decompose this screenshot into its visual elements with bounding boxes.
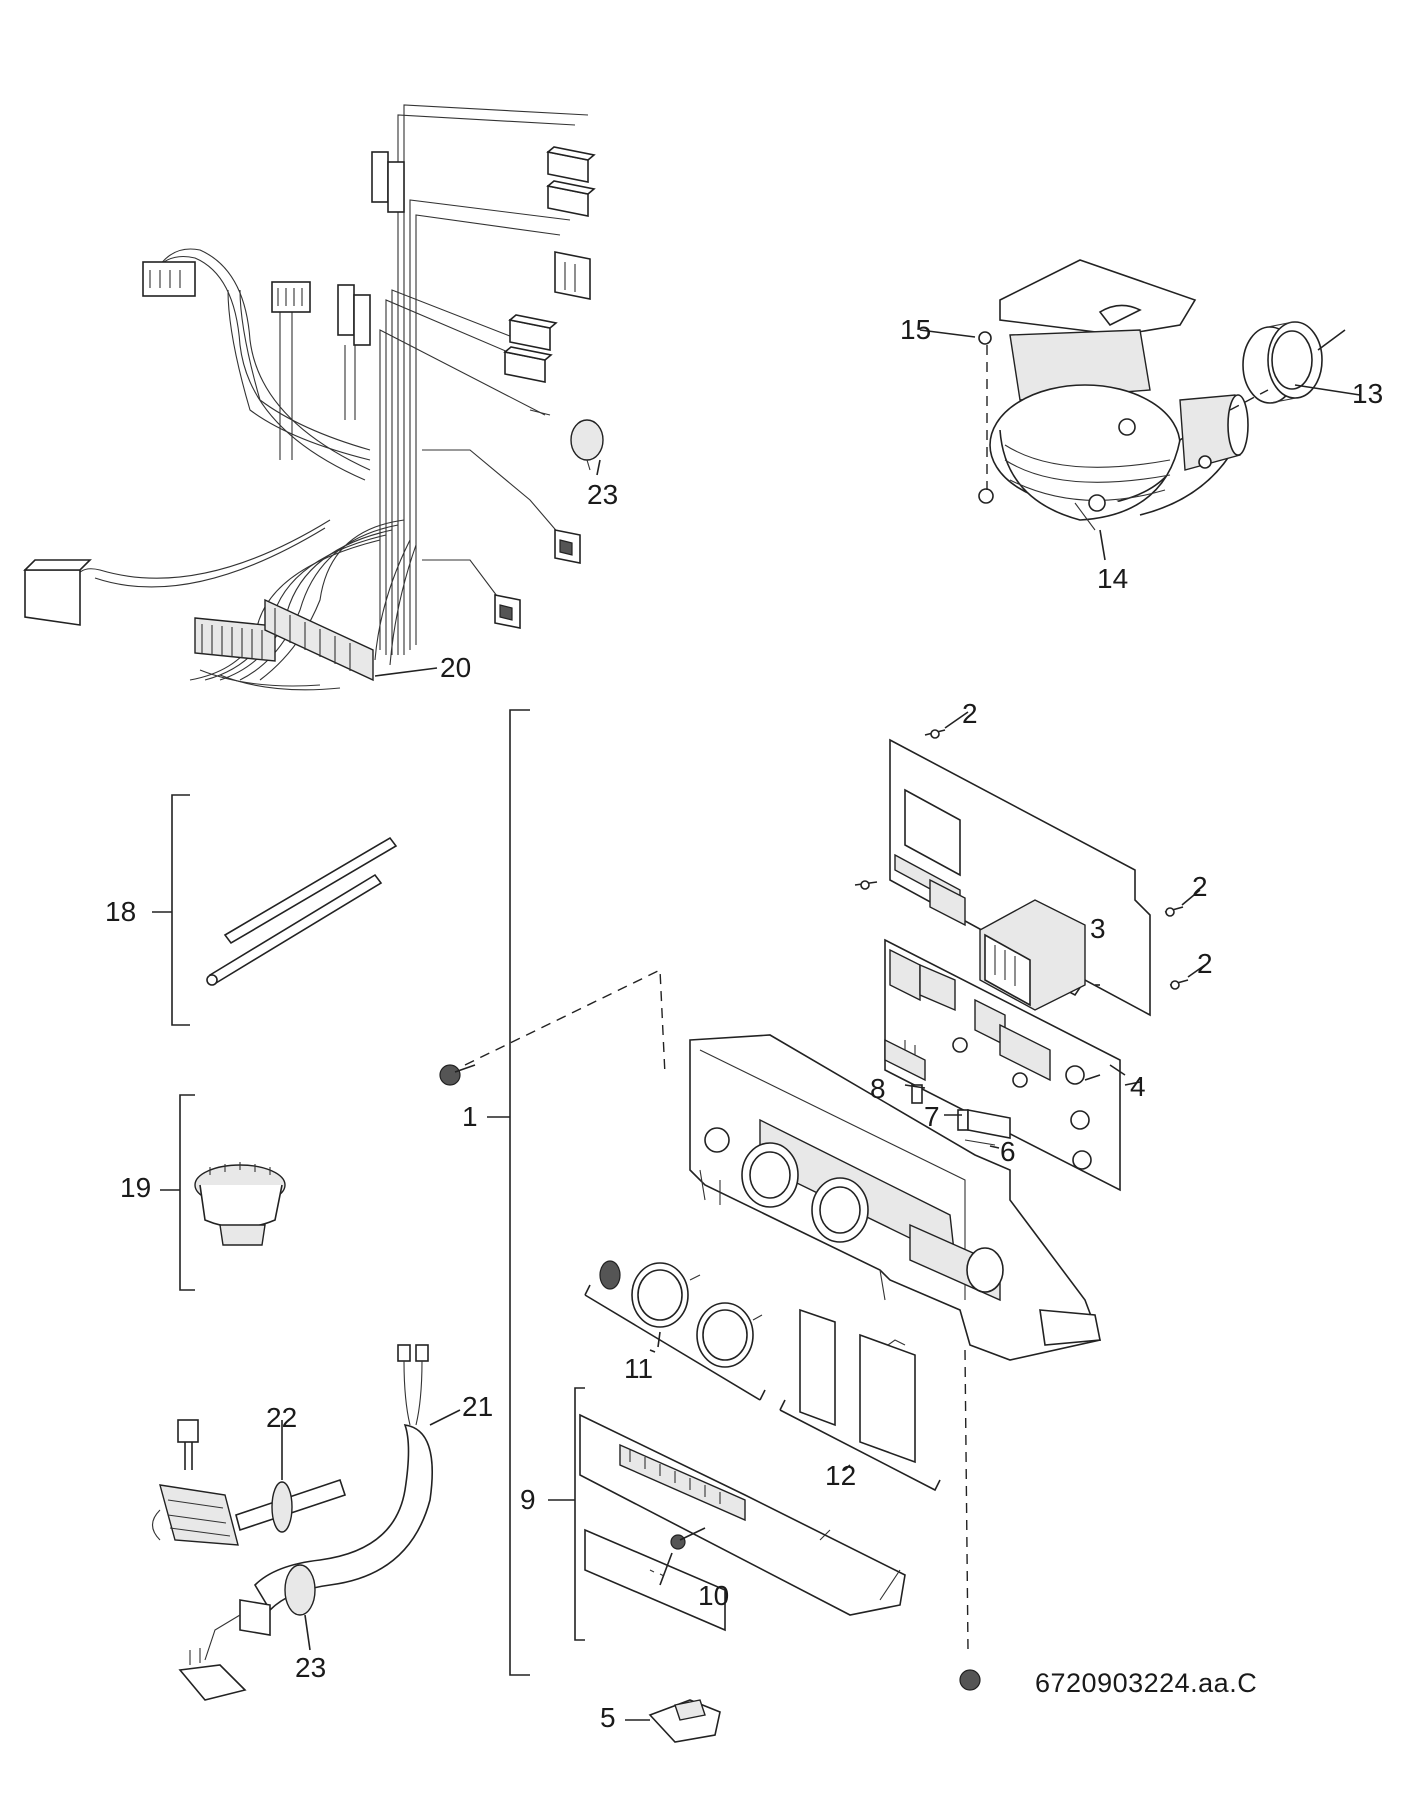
control-board-assembly: [854, 711, 1206, 1192]
callout-18: 18: [105, 896, 137, 927]
callout-11: 11: [624, 1353, 654, 1384]
leader-lines: [374, 459, 1126, 1586]
callout-21: 21: [462, 1391, 494, 1422]
callout-3: 3: [1090, 913, 1106, 944]
callout-8: 8: [870, 1073, 886, 1104]
callout-23-top: 23: [587, 479, 619, 510]
callout-15: 15: [900, 314, 932, 345]
callout-9: 9: [520, 1484, 536, 1515]
bracket-1: [487, 709, 530, 1676]
rods-18: [152, 794, 398, 1026]
connector-22: [151, 1419, 347, 1546]
callout-2-top: 2: [962, 698, 978, 729]
grommet-23-top: [570, 419, 604, 471]
callout-20: 20: [440, 652, 472, 683]
control-panel-housing: [439, 968, 1102, 1691]
document-number: 6720903224.aa.C: [1035, 1668, 1258, 1698]
callout-5: 5: [600, 1702, 616, 1733]
fan-assembly: [919, 259, 1361, 531]
callout-1: 1: [462, 1101, 478, 1132]
callout-14: 14: [1097, 563, 1129, 594]
cable-21: [178, 1344, 461, 1701]
callout-2-middle: 2: [1192, 871, 1208, 902]
callout-13: 13: [1352, 378, 1384, 409]
cards-12: [779, 1308, 941, 1492]
callout-19: 19: [120, 1172, 152, 1203]
callout-6: 6: [1000, 1136, 1016, 1167]
callout-23-bottom: 23: [295, 1652, 327, 1683]
part-5: [625, 1699, 721, 1743]
callout-22: 22: [266, 1402, 298, 1433]
front-bezel-9: [574, 1387, 906, 1641]
callout-12: 12: [825, 1460, 857, 1491]
wiring-harness-20: [23, 104, 596, 691]
sensor-19: [160, 1094, 286, 1291]
knobs-11: [584, 1260, 766, 1401]
callout-7: 7: [924, 1101, 940, 1132]
callout-4: 4: [1130, 1071, 1146, 1102]
callout-10: 10: [698, 1580, 730, 1611]
callout-2-lower: 2: [1197, 948, 1213, 979]
